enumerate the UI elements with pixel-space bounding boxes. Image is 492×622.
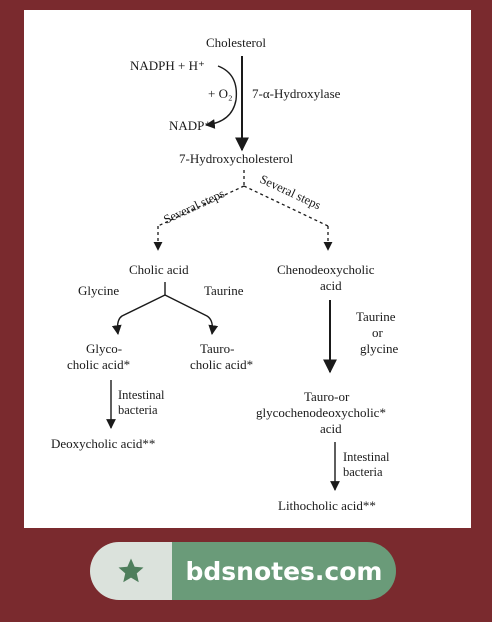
several-steps-right-label: Several steps bbox=[258, 172, 323, 212]
intestinal-left-label-2: bacteria bbox=[118, 403, 158, 417]
star-icon bbox=[118, 558, 144, 583]
taurine-or-label-2: or bbox=[372, 325, 384, 340]
intestinal-right-label-1: Intestinal bbox=[343, 450, 390, 464]
chenodeoxycholic-label-1: Chenodeoxycholic bbox=[277, 262, 375, 277]
taurine-or-label-1: Taurine bbox=[356, 309, 396, 324]
glycocholic-label-1: Glyco- bbox=[86, 341, 122, 356]
bile-acid-pathway-diagram: Cholesterol NADPH + H⁺ + O₂ 7-α-Hydroxyl… bbox=[51, 35, 398, 513]
brand-badge[interactable]: bdsnotes.com bbox=[90, 542, 396, 600]
taurine-left-label: Taurine bbox=[204, 283, 244, 298]
brand-text: bdsnotes.com bbox=[172, 542, 396, 600]
left-dash-diagonal bbox=[157, 185, 245, 227]
glycocholic-label-2: cholic acid* bbox=[67, 357, 130, 372]
taurine-arrow bbox=[164, 294, 219, 335]
cholic-acid-label: Cholic acid bbox=[129, 262, 189, 277]
chenodeoxycholic-label-2: acid bbox=[320, 278, 342, 293]
tauro-glyco-label-3: acid bbox=[320, 421, 342, 436]
tauro-glyco-label-1: Tauro-or bbox=[304, 389, 350, 404]
brand-icon-area bbox=[90, 542, 172, 600]
intestinal-right-label-2: bacteria bbox=[343, 465, 383, 479]
taurocholic-label-1: Tauro- bbox=[200, 341, 234, 356]
diagram-panel: Cholesterol NADPH + H⁺ + O₂ 7-α-Hydroxyl… bbox=[24, 10, 471, 528]
nadp-label: NADP⁺ bbox=[169, 118, 211, 133]
deoxycholic-label: Deoxycholic acid** bbox=[51, 436, 155, 451]
glycine-left-label: Glycine bbox=[78, 283, 119, 298]
lithocholic-label: Lithocholic acid** bbox=[278, 498, 376, 513]
intestinal-left-label-1: Intestinal bbox=[118, 388, 165, 402]
oxygen-label: + O₂ bbox=[208, 86, 233, 101]
nadph-label: NADPH + H⁺ bbox=[130, 58, 205, 73]
taurocholic-label-2: cholic acid* bbox=[190, 357, 253, 372]
cofactor-curve-arrow bbox=[205, 65, 238, 129]
hydroxycholesterol-label: 7-Hydroxycholesterol bbox=[179, 151, 293, 166]
glycine-arrow bbox=[111, 294, 166, 335]
tauro-glyco-label-2: glycochenodeoxycholic* bbox=[256, 405, 386, 420]
taurine-or-label-3: glycine bbox=[360, 341, 398, 356]
cholesterol-label: Cholesterol bbox=[206, 35, 266, 50]
several-steps-left-label: Several steps bbox=[161, 186, 226, 226]
enzyme-label: 7-α-Hydroxylase bbox=[252, 86, 341, 101]
